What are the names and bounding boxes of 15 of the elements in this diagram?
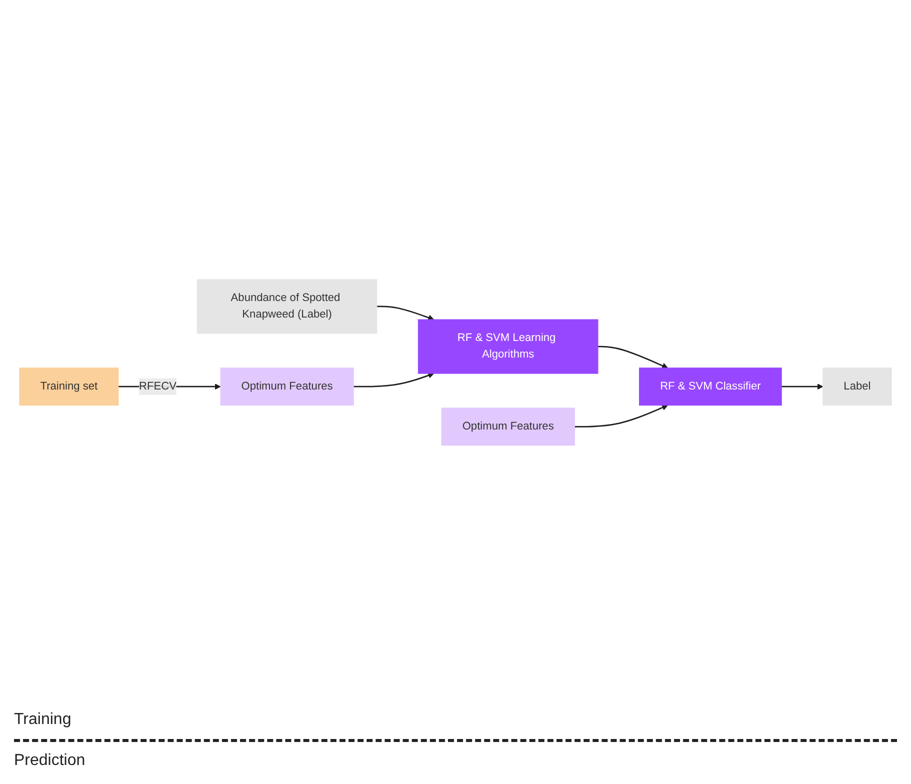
arrow: [782, 384, 824, 390]
section-label: Training: [14, 711, 72, 729]
node-box: Label: [822, 368, 892, 406]
arrow: [598, 346, 668, 369]
node-box: Optimum Features: [441, 408, 575, 446]
edge-label: RFECV: [139, 380, 177, 392]
node-box: Optimum Features: [220, 368, 354, 406]
arrow: [376, 306, 434, 321]
node-box: Training set: [19, 368, 119, 406]
node-box: RF & SVM Learning Algorithms: [418, 319, 598, 374]
section-label: Prediction: [14, 752, 86, 770]
node-box: Abundance of Spotted Knapweed (Label): [196, 279, 378, 334]
node-box: RF & SVM Classifier: [639, 368, 782, 406]
arrow: [354, 372, 434, 388]
arrow: [574, 404, 668, 428]
